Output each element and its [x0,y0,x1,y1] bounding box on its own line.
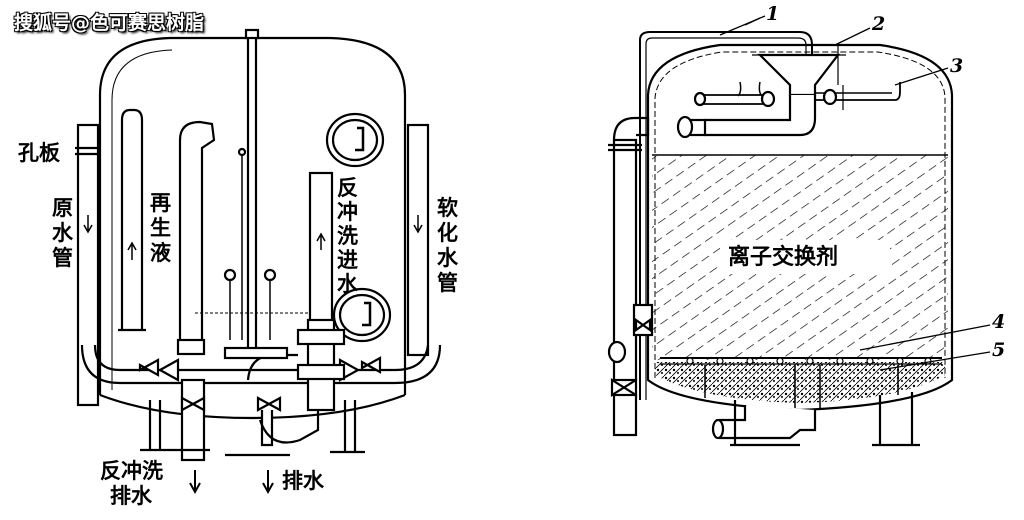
label-regeneration-liquid: 再 生 液 [150,191,178,265]
regeneration-pipe [120,108,144,330]
label-backwash-inlet: 反 冲 洗 进 水 [337,176,365,296]
callout-4: 4 [992,311,1005,333]
inner-label-bg [720,240,890,274]
right-side-pipe [612,138,638,382]
raw-water-pipe [76,123,100,407]
label-softened-water-pipe: 软 化 水 管 [437,196,465,295]
label-bw-c2: 冲 [337,200,358,224]
label-backwash-drain-1: 反冲洗 [100,459,163,483]
label-soft-c4: 管 [437,271,458,295]
label-regen-c3: 液 [150,241,171,265]
left-manhole-bottom [332,287,392,343]
gravel-layer [655,362,945,403]
softened-water-pipe [406,123,430,357]
label-raw-water-pipe: 原 水 管 [52,196,80,270]
label-regen-c1: 再 [150,191,171,215]
left-tank-diagram [75,28,442,495]
inlet-pipe [703,95,817,137]
label-soft-c2: 化 [437,221,458,245]
label-regen-c2: 生 [150,216,171,240]
label-orifice-plate: 孔板 [18,141,61,165]
label-drain: 排水 [282,469,325,493]
label-soft-c3: 水 [437,246,459,270]
callout-3: 3 [950,55,963,77]
label-bw-c5: 水 [337,272,359,296]
distributor-funnel [757,53,841,97]
label-raw-water-pipe-c2: 水 [52,221,74,245]
valve-left [138,358,180,382]
vent-line [639,31,813,400]
label-ion-exchanger: 离子交换剂 [728,244,838,270]
left-vent-pipe [246,33,258,357]
label-soft-c1: 软 [437,196,458,220]
label-bw-c4: 进 [337,248,358,272]
callout-1: 1 [766,3,779,25]
label-raw-water-pipe-c1: 原 [52,196,73,220]
right-labels: 离子交换剂 1 2 3 4 5 [720,3,1005,361]
left-labels: 孔板 原 水 管 再 生 液 反 冲 洗 进 水 软 化 水 管 反冲洗 排水 … [18,141,465,508]
label-backwash-drain-2: 排水 [110,484,153,508]
label-raw-water-pipe-c3: 管 [52,246,73,270]
right-tank-diagram [607,15,991,447]
watermark: 搜狐号@色可赛思树脂 [14,12,205,34]
right-tank-shell [646,43,954,412]
bottom-outlet [718,405,817,440]
callout-5: 5 [992,339,1005,361]
elbow-pipe [178,120,216,340]
left-manhole-top [325,112,385,168]
label-bw-c3: 洗 [337,224,358,248]
label-bw-c1: 反 [337,176,358,200]
callout-2: 2 [871,13,885,35]
